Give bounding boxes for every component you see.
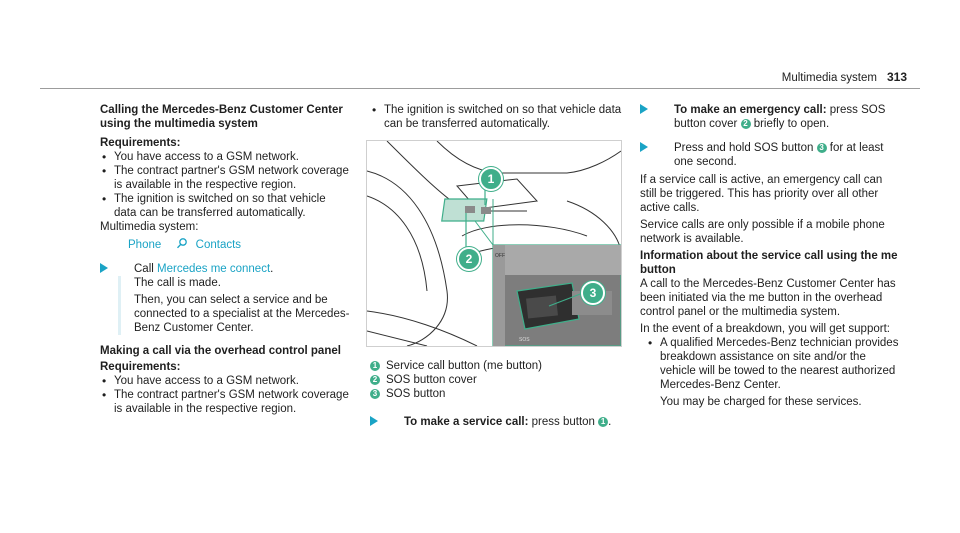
callout-2: 2	[457, 247, 481, 271]
list-item: The contract partner's GSM network cover…	[100, 164, 350, 192]
column-3: To make an emergency call: press SOS but…	[640, 103, 900, 409]
list-item: The contract partner's GSM network cover…	[100, 388, 350, 416]
callout-1: 1	[479, 167, 503, 191]
list-item: The ignition is switched on so that vehi…	[370, 103, 622, 131]
list-item: The ignition is switched on so that vehi…	[100, 192, 350, 220]
step-arrow-icon	[100, 263, 108, 274]
call-step: Call Mercedes me connect. The call is ma…	[100, 262, 350, 336]
mercedes-me-connect-link[interactable]: Mercedes me connect	[157, 263, 271, 276]
section-heading: Calling the Mercedes-Benz Customer Cente…	[100, 104, 343, 131]
network-paragraph: Service calls are only possible if a mob…	[640, 219, 885, 246]
step-note: Then, you can select a service and be co…	[134, 294, 350, 335]
requirements-list: You have access to a GSM network. The co…	[100, 150, 350, 220]
step-arrow-icon	[640, 104, 648, 114]
priority-paragraph: If a service call is active, an emergenc…	[640, 174, 883, 215]
path-phone[interactable]: Phone	[128, 239, 162, 252]
section-title: Multimedia system	[781, 72, 877, 84]
requirements-list-2: You have access to a GSM network. The co…	[100, 374, 350, 416]
support-list: A qualified Mercedes-Benz technician pro…	[640, 336, 900, 409]
header-rule	[40, 88, 920, 89]
path-label: Multimedia system:	[100, 221, 199, 234]
service-call-step: To make a service call: press button 1.	[370, 415, 622, 429]
list-item: You have access to a GSM network.	[100, 150, 350, 165]
overhead-panel-figure: SOS OFF 1 2 3	[366, 140, 622, 347]
menu-path: Phone Contacts	[100, 237, 350, 253]
list-item: A qualified Mercedes-Benz technician pro…	[646, 336, 900, 409]
section-heading-2: Making a call via the overhead control p…	[100, 345, 341, 358]
svg-text:SOS: SOS	[519, 337, 530, 343]
callout-3: 3	[581, 281, 605, 305]
running-header: Multimedia system 313	[782, 70, 907, 85]
hold-sos-step: Press and hold SOS button 3 for at least…	[640, 141, 900, 169]
emergency-call-step: To make an emergency call: press SOS but…	[640, 103, 900, 131]
column-2: The ignition is switched on so that vehi…	[370, 103, 622, 131]
svg-text:OFF: OFF	[495, 253, 505, 259]
search-icon	[176, 237, 188, 253]
requirements-label-2: Requirements:	[100, 361, 181, 374]
step-arrow-icon	[370, 416, 378, 427]
page-number: 313	[886, 70, 907, 84]
step-arrow-icon	[640, 142, 648, 153]
path-contacts[interactable]: Contacts	[195, 239, 242, 252]
me-button-heading: Information about the service call using…	[640, 250, 898, 277]
breakdown-paragraph: In the event of a breakdown, you will ge…	[640, 323, 890, 336]
list-item: You have access to a GSM network.	[100, 374, 350, 389]
requirements-label: Requirements:	[100, 137, 181, 150]
requirements-continued: The ignition is switched on so that vehi…	[370, 103, 622, 131]
me-button-paragraph: A call to the Mercedes-Benz Customer Cen…	[640, 278, 896, 319]
column-1: Calling the Mercedes-Benz Customer Cente…	[100, 103, 350, 416]
step-result: The call is made.	[134, 277, 221, 290]
